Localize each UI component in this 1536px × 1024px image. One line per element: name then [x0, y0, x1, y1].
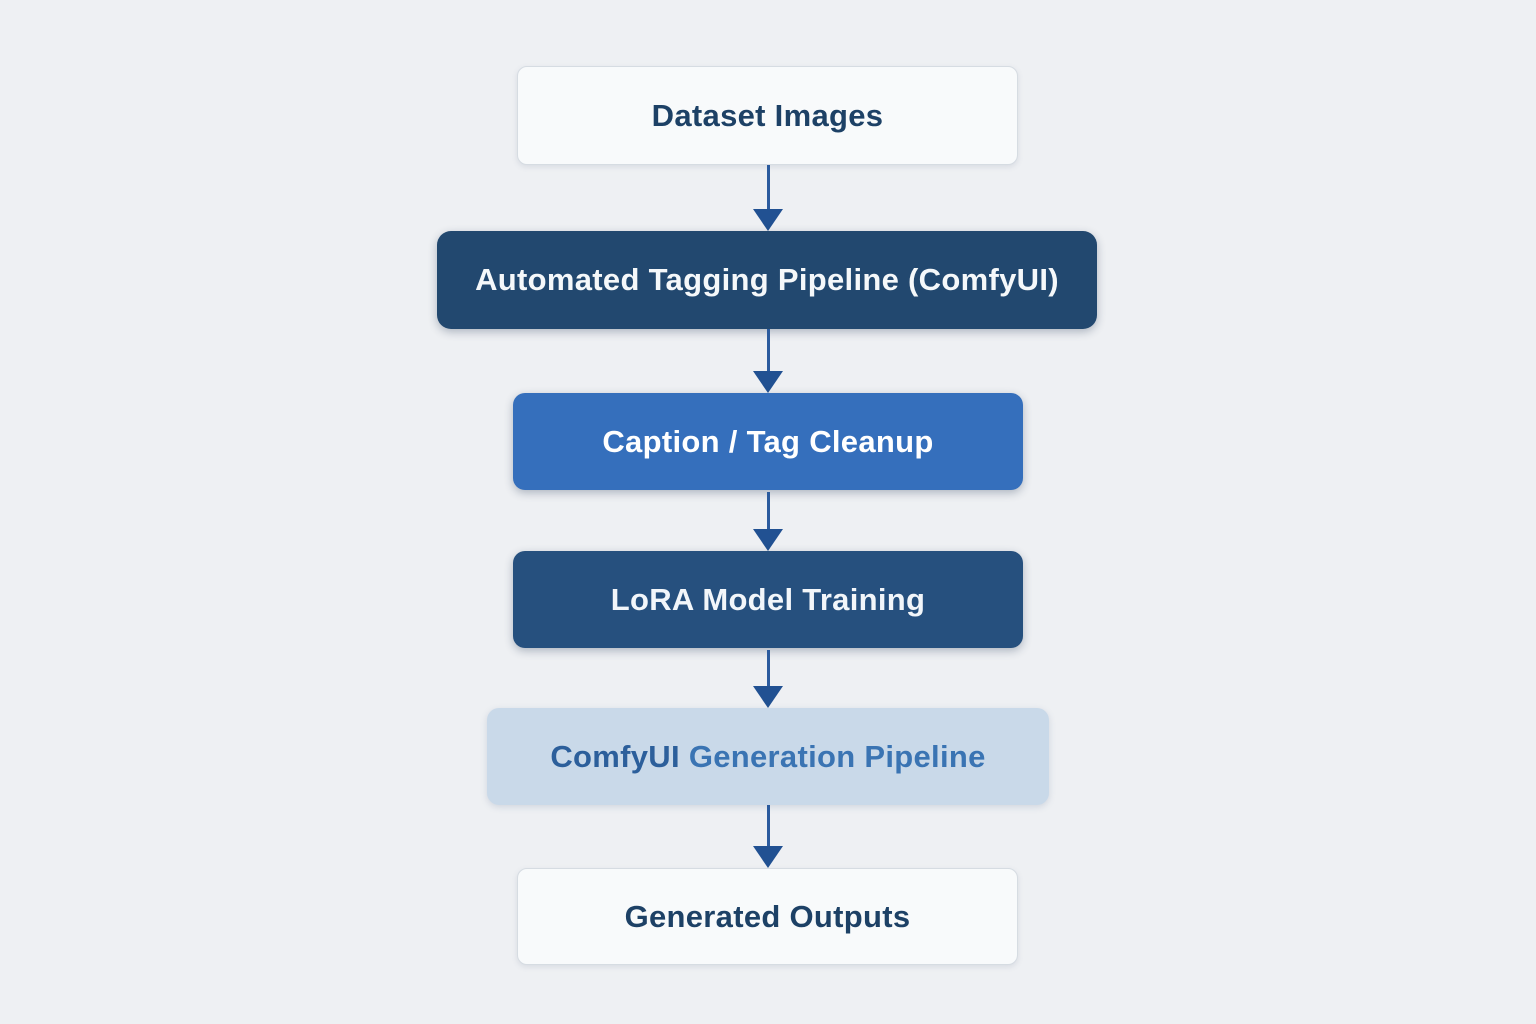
node-label: Generated Outputs: [624, 898, 911, 934]
arrowhead-icon: [753, 686, 783, 708]
arrow-shaft: [766, 650, 770, 686]
arrowhead-icon: [753, 209, 783, 231]
flow-node-comfyui-generation-pipeline: ComfyUI Generation Pipeline: [487, 708, 1049, 805]
down-arrow-icon: [753, 492, 783, 551]
arrow-shaft: [766, 329, 770, 371]
flow-node-lora-model-training: LoRA Model Training: [513, 551, 1023, 648]
arrowhead-icon: [753, 371, 783, 393]
flow-node-automated-tagging-pipeline: Automated Tagging Pipeline (ComfyUI): [437, 231, 1097, 329]
down-arrow-icon: [753, 329, 783, 393]
node-label: Dataset Images: [651, 97, 884, 133]
node-label-rest: Generation Pipeline: [679, 738, 986, 774]
node-label: LoRA Model Training: [610, 581, 926, 617]
flow-node-dataset-images: Dataset Images: [517, 66, 1018, 165]
arrowhead-icon: [753, 529, 783, 551]
down-arrow-icon: [753, 805, 783, 868]
node-label-accent: ComfyUI: [550, 738, 680, 774]
node-label: ComfyUI Generation Pipeline: [550, 739, 985, 775]
arrowhead-icon: [753, 846, 783, 868]
arrow-shaft: [766, 805, 770, 846]
node-label: Caption / Tag Cleanup: [602, 423, 934, 459]
arrow-shaft: [766, 165, 770, 209]
node-label: Automated Tagging Pipeline (ComfyUI): [475, 262, 1059, 297]
down-arrow-icon: [753, 165, 783, 231]
arrow-shaft: [766, 492, 770, 529]
flow-node-generated-outputs: Generated Outputs: [517, 868, 1018, 965]
down-arrow-icon: [753, 650, 783, 708]
flow-node-caption-tag-cleanup: Caption / Tag Cleanup: [513, 393, 1023, 490]
